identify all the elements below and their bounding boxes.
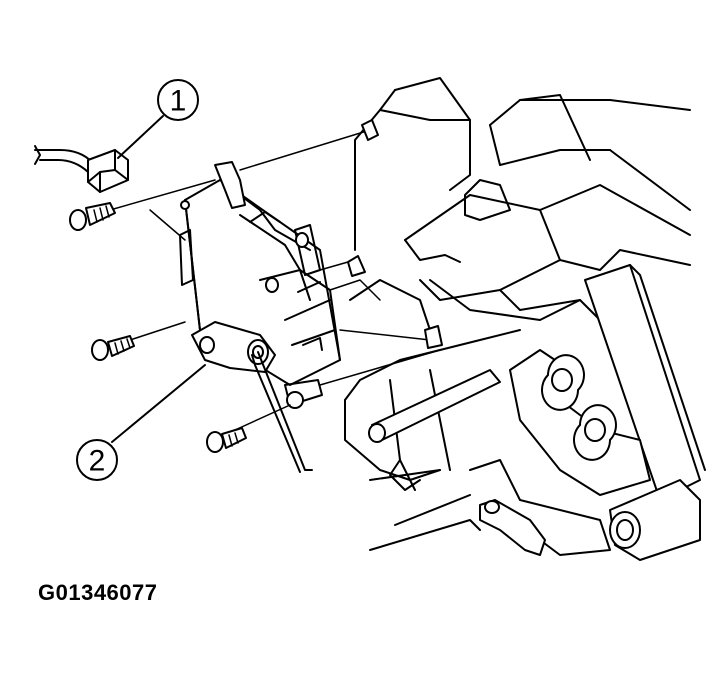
actuator-body	[179, 161, 341, 409]
callout-1: 1	[157, 79, 199, 121]
callout-2-leader	[111, 364, 206, 443]
case-mounting-tabs	[347, 119, 443, 349]
linkage-rod	[251, 351, 313, 473]
callout-1-number: 1	[170, 85, 187, 118]
callout-1-leader	[117, 115, 164, 159]
callout-2: 2	[76, 439, 118, 481]
alignment-lines	[109, 129, 441, 431]
screw-top	[69, 202, 116, 231]
screw-bottom	[206, 427, 247, 453]
figure-code-label: G01346077	[38, 580, 158, 605]
electrical-connector	[34, 145, 129, 193]
heater-case	[344, 77, 691, 491]
bracket-assembly	[369, 264, 706, 561]
screw-middle	[91, 335, 135, 361]
callout-2-number: 2	[89, 445, 106, 478]
